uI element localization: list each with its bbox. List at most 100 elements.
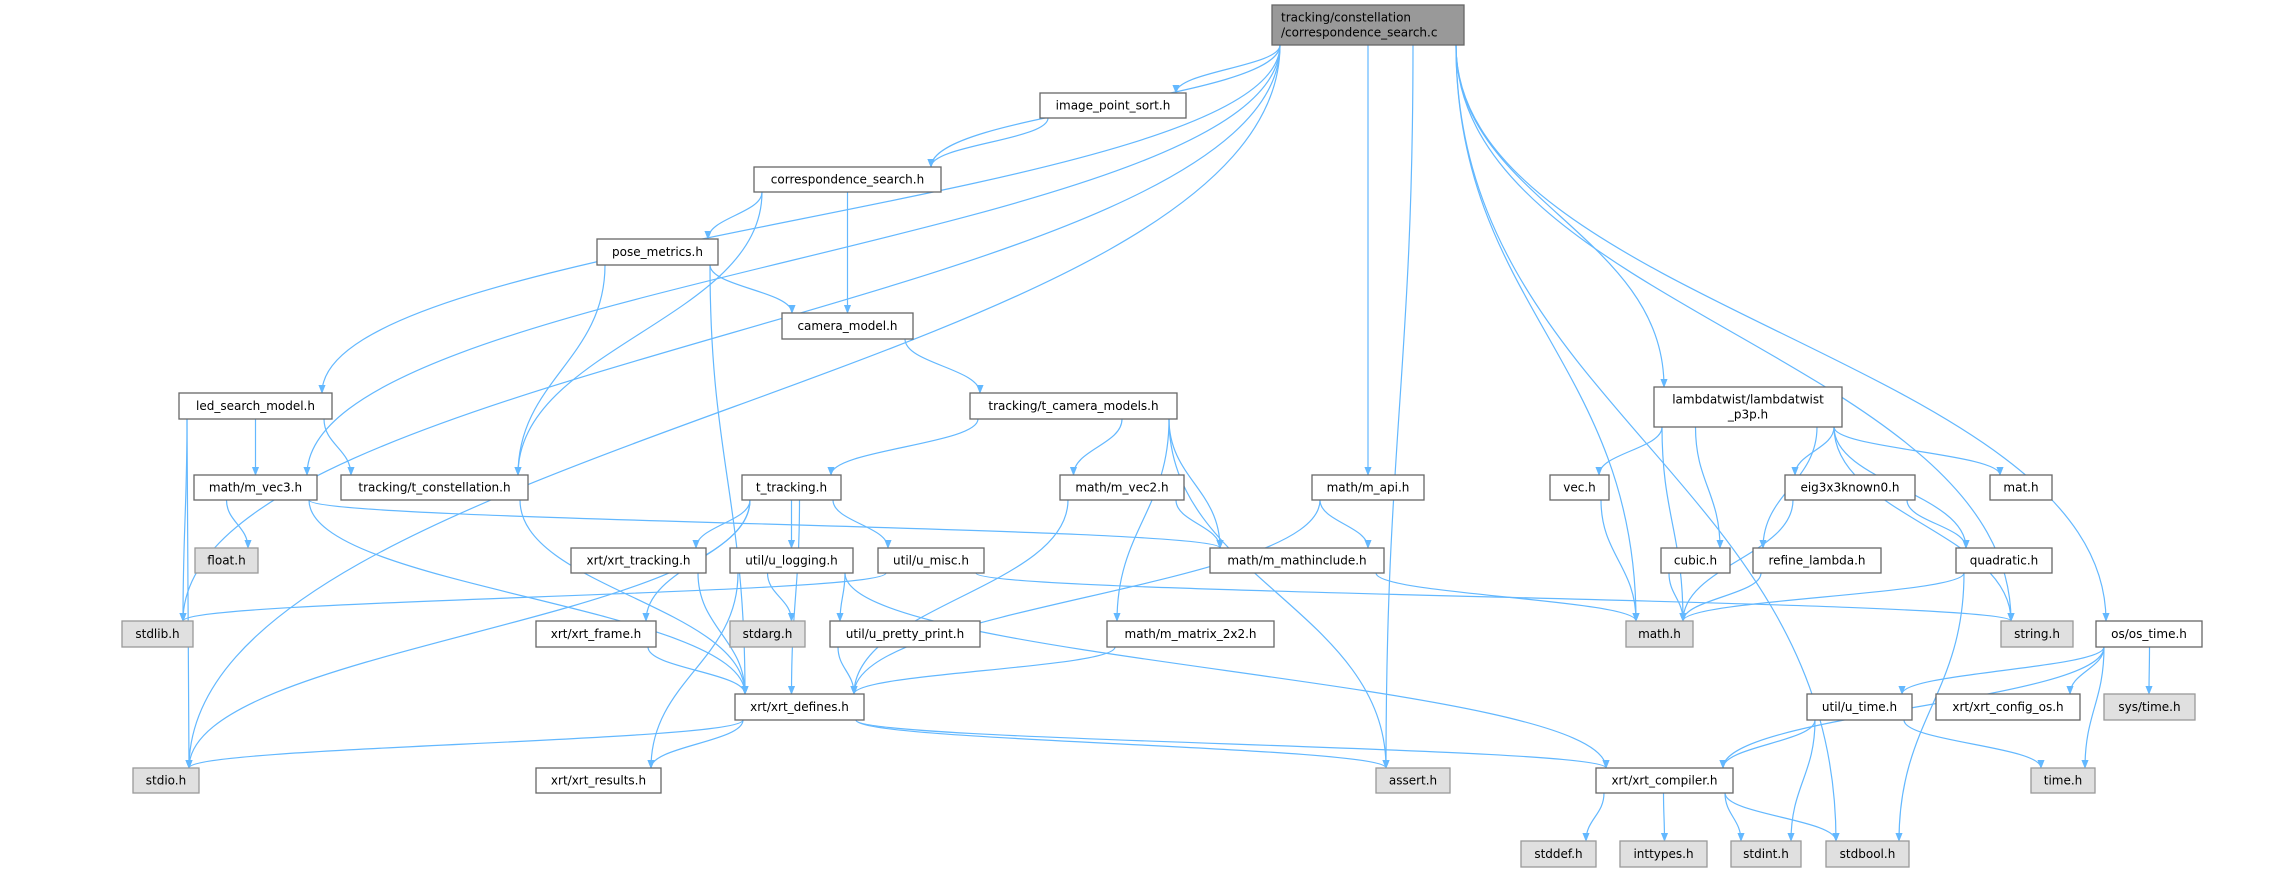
edge-xrt-compiler-to-stdbool: [1724, 792, 1840, 842]
node-stdint[interactable]: stdint.h: [1730, 840, 1802, 868]
node-label: stddef.h: [1534, 847, 1582, 861]
node-sys-time[interactable]: sys/time.h: [2103, 693, 2196, 721]
node-lambdatwist[interactable]: lambdatwist/lambdatwist_p3p.h: [1653, 386, 1843, 428]
node-root[interactable]: tracking/constellation/correspondence_se…: [1271, 4, 1465, 46]
node-refine-lambda[interactable]: refine_lambda.h: [1752, 547, 1882, 574]
node-box: [340, 474, 529, 501]
edge-led-search-model-to-stdlib: [179, 418, 188, 622]
edge-lambdatwist-to-eig3x3known0: [1791, 426, 1835, 476]
node-label: t_tracking.h: [756, 481, 827, 495]
node-correspondence-search-h[interactable]: correspondence_search.h: [753, 166, 942, 193]
node-box: [877, 547, 985, 574]
nodes-layer: tracking/constellation/correspondence_se…: [121, 4, 2203, 868]
node-label: tracking/t_camera_models.h: [988, 399, 1158, 413]
edge-t-tracking-to-xrt-tracking: [692, 499, 751, 549]
node-box: [1059, 474, 1185, 501]
edge-u-logging-to-u-pretty-print: [836, 572, 846, 622]
edge-correspondence-search-h-to-pose-metrics: [704, 191, 763, 240]
node-stdlib[interactable]: stdlib.h: [121, 620, 194, 648]
edge-lambdatwist-to-math: [1661, 426, 1687, 622]
node-box: [753, 166, 942, 193]
node-xrt-results[interactable]: xrt/xrt_results.h: [535, 767, 662, 794]
edge-root-to-assert: [1382, 44, 1414, 769]
edge-os-time-to-xrt-config-os: [2066, 646, 2105, 695]
node-label: stdint.h: [1743, 847, 1789, 861]
node-m-vec2[interactable]: math/m_vec2.h: [1059, 474, 1185, 501]
node-m-mathinclude[interactable]: math/m_mathinclude.h: [1209, 547, 1385, 574]
node-camera-model[interactable]: camera_model.h: [781, 312, 914, 340]
node-stdbool[interactable]: stdbool.h: [1825, 840, 1910, 868]
edge-lambdatwist-to-mat: [1833, 426, 2004, 476]
edge-t-camera-models-to-t-tracking: [827, 418, 979, 476]
node-box: [2030, 767, 2096, 794]
edge-m-vec3-to-float: [225, 499, 252, 549]
node-u-pretty-print[interactable]: util/u_pretty_print.h: [829, 620, 981, 648]
node-box: [1653, 386, 1843, 428]
node-stddef[interactable]: stddef.h: [1520, 840, 1597, 868]
edge-pose-metrics-to-camera-model: [709, 264, 796, 314]
node-u-time[interactable]: util/u_time.h: [1806, 693, 1913, 721]
edge-os-time-to-xrt-compiler: [1719, 646, 2105, 769]
node-xrt-frame[interactable]: xrt/xrt_frame.h: [535, 620, 657, 648]
node-eig3x3known0[interactable]: eig3x3known0.h: [1784, 474, 1916, 501]
node-box: [729, 620, 806, 648]
node-t-constellation[interactable]: tracking/t_constellation.h: [340, 474, 529, 501]
edge-lambdatwist-to-string: [1833, 426, 2015, 622]
node-inttypes[interactable]: inttypes.h: [1619, 840, 1708, 868]
edge-os-time-to-time: [2081, 646, 2105, 769]
node-m-vec3[interactable]: math/m_vec3.h: [193, 474, 318, 501]
node-stdio[interactable]: stdio.h: [132, 767, 200, 794]
node-label: assert.h: [1389, 774, 1437, 788]
node-quadratic[interactable]: quadratic.h: [1955, 547, 2053, 574]
node-m-api[interactable]: math/m_api.h: [1311, 474, 1425, 501]
edge-u-time-to-stdint: [1787, 719, 1816, 842]
node-t-camera-models[interactable]: tracking/t_camera_models.h: [969, 392, 1178, 420]
edge-vec-to-math: [1600, 499, 1640, 622]
node-cubic[interactable]: cubic.h: [1660, 547, 1731, 574]
node-u-logging[interactable]: util/u_logging.h: [729, 547, 854, 574]
node-m-matrix-2x2[interactable]: math/m_matrix_2x2.h: [1106, 620, 1275, 648]
node-stdarg[interactable]: stdarg.h: [729, 620, 806, 648]
node-led-search-model[interactable]: led_search_model.h: [178, 392, 333, 420]
node-math[interactable]: math.h: [1625, 620, 1694, 648]
node-label: stdlib.h: [135, 627, 179, 641]
node-float[interactable]: float.h: [194, 547, 259, 574]
edge-quadratic-to-stdbool: [1895, 572, 1965, 842]
node-mat[interactable]: mat.h: [1989, 474, 2053, 501]
node-time[interactable]: time.h: [2030, 767, 2096, 794]
node-label: stdio.h: [146, 774, 186, 788]
node-box: [1375, 767, 1451, 794]
node-label: float.h: [207, 554, 245, 568]
node-xrt-compiler[interactable]: xrt/xrt_compiler.h: [1595, 767, 1734, 794]
node-os-time[interactable]: os/os_time.h: [2095, 620, 2203, 648]
node-xrt-defines[interactable]: xrt/xrt_defines.h: [734, 693, 865, 721]
node-label: math/m_mathinclude.h: [1227, 554, 1366, 568]
node-label: math.h: [1638, 627, 1681, 641]
node-xrt-config-os[interactable]: xrt/xrt_config_os.h: [1935, 693, 2081, 721]
edge-os-time-to-u-time: [1898, 646, 2105, 695]
node-t-tracking[interactable]: t_tracking.h: [741, 474, 842, 501]
node-box: [1825, 840, 1910, 868]
node-box: [1039, 92, 1187, 119]
node-image-point-sort[interactable]: image_point_sort.h: [1039, 92, 1187, 119]
node-label: math/m_api.h: [1327, 481, 1410, 495]
edge-root-to-stdlib: [179, 44, 1281, 622]
node-vec[interactable]: vec.h: [1549, 474, 1610, 501]
node-u-misc[interactable]: util/u_misc.h: [877, 547, 985, 574]
edge-root-to-led-search-model: [318, 44, 1281, 394]
node-label: tracking/t_constellation.h: [358, 481, 510, 495]
node-box: [121, 620, 194, 648]
node-string[interactable]: string.h: [2000, 620, 2074, 648]
node-assert[interactable]: assert.h: [1375, 767, 1451, 794]
node-label: /correspondence_search.c: [1281, 26, 1437, 40]
node-box: [734, 693, 865, 721]
node-pose-metrics[interactable]: pose_metrics.h: [596, 238, 719, 266]
node-label: util/u_pretty_print.h: [846, 627, 964, 641]
node-label: quadratic.h: [1970, 554, 2039, 568]
edge-xrt-defines-to-xrt-results: [647, 719, 744, 769]
edge-lambdatwist-to-vec: [1595, 426, 1663, 476]
edge-m-api-to-xrt-defines: [850, 499, 1321, 695]
node-xrt-tracking[interactable]: xrt/xrt_tracking.h: [570, 547, 707, 574]
node-box: [1806, 693, 1913, 721]
node-label: correspondence_search.h: [771, 173, 924, 187]
